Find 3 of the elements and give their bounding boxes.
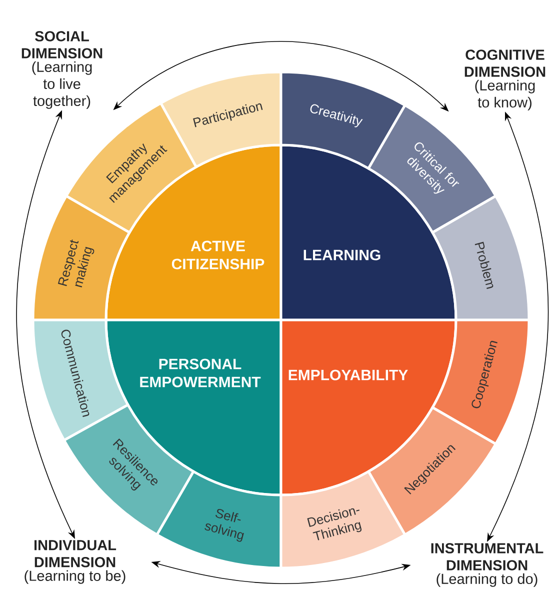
dimension-label: INDIVIDUAL DIMENSION (Learning to be) bbox=[24, 540, 126, 584]
ring-segment: Problem bbox=[431, 194, 530, 322]
dimension-label: INSTRUMENTAL DIMENSION (Learning to do) bbox=[431, 543, 544, 587]
